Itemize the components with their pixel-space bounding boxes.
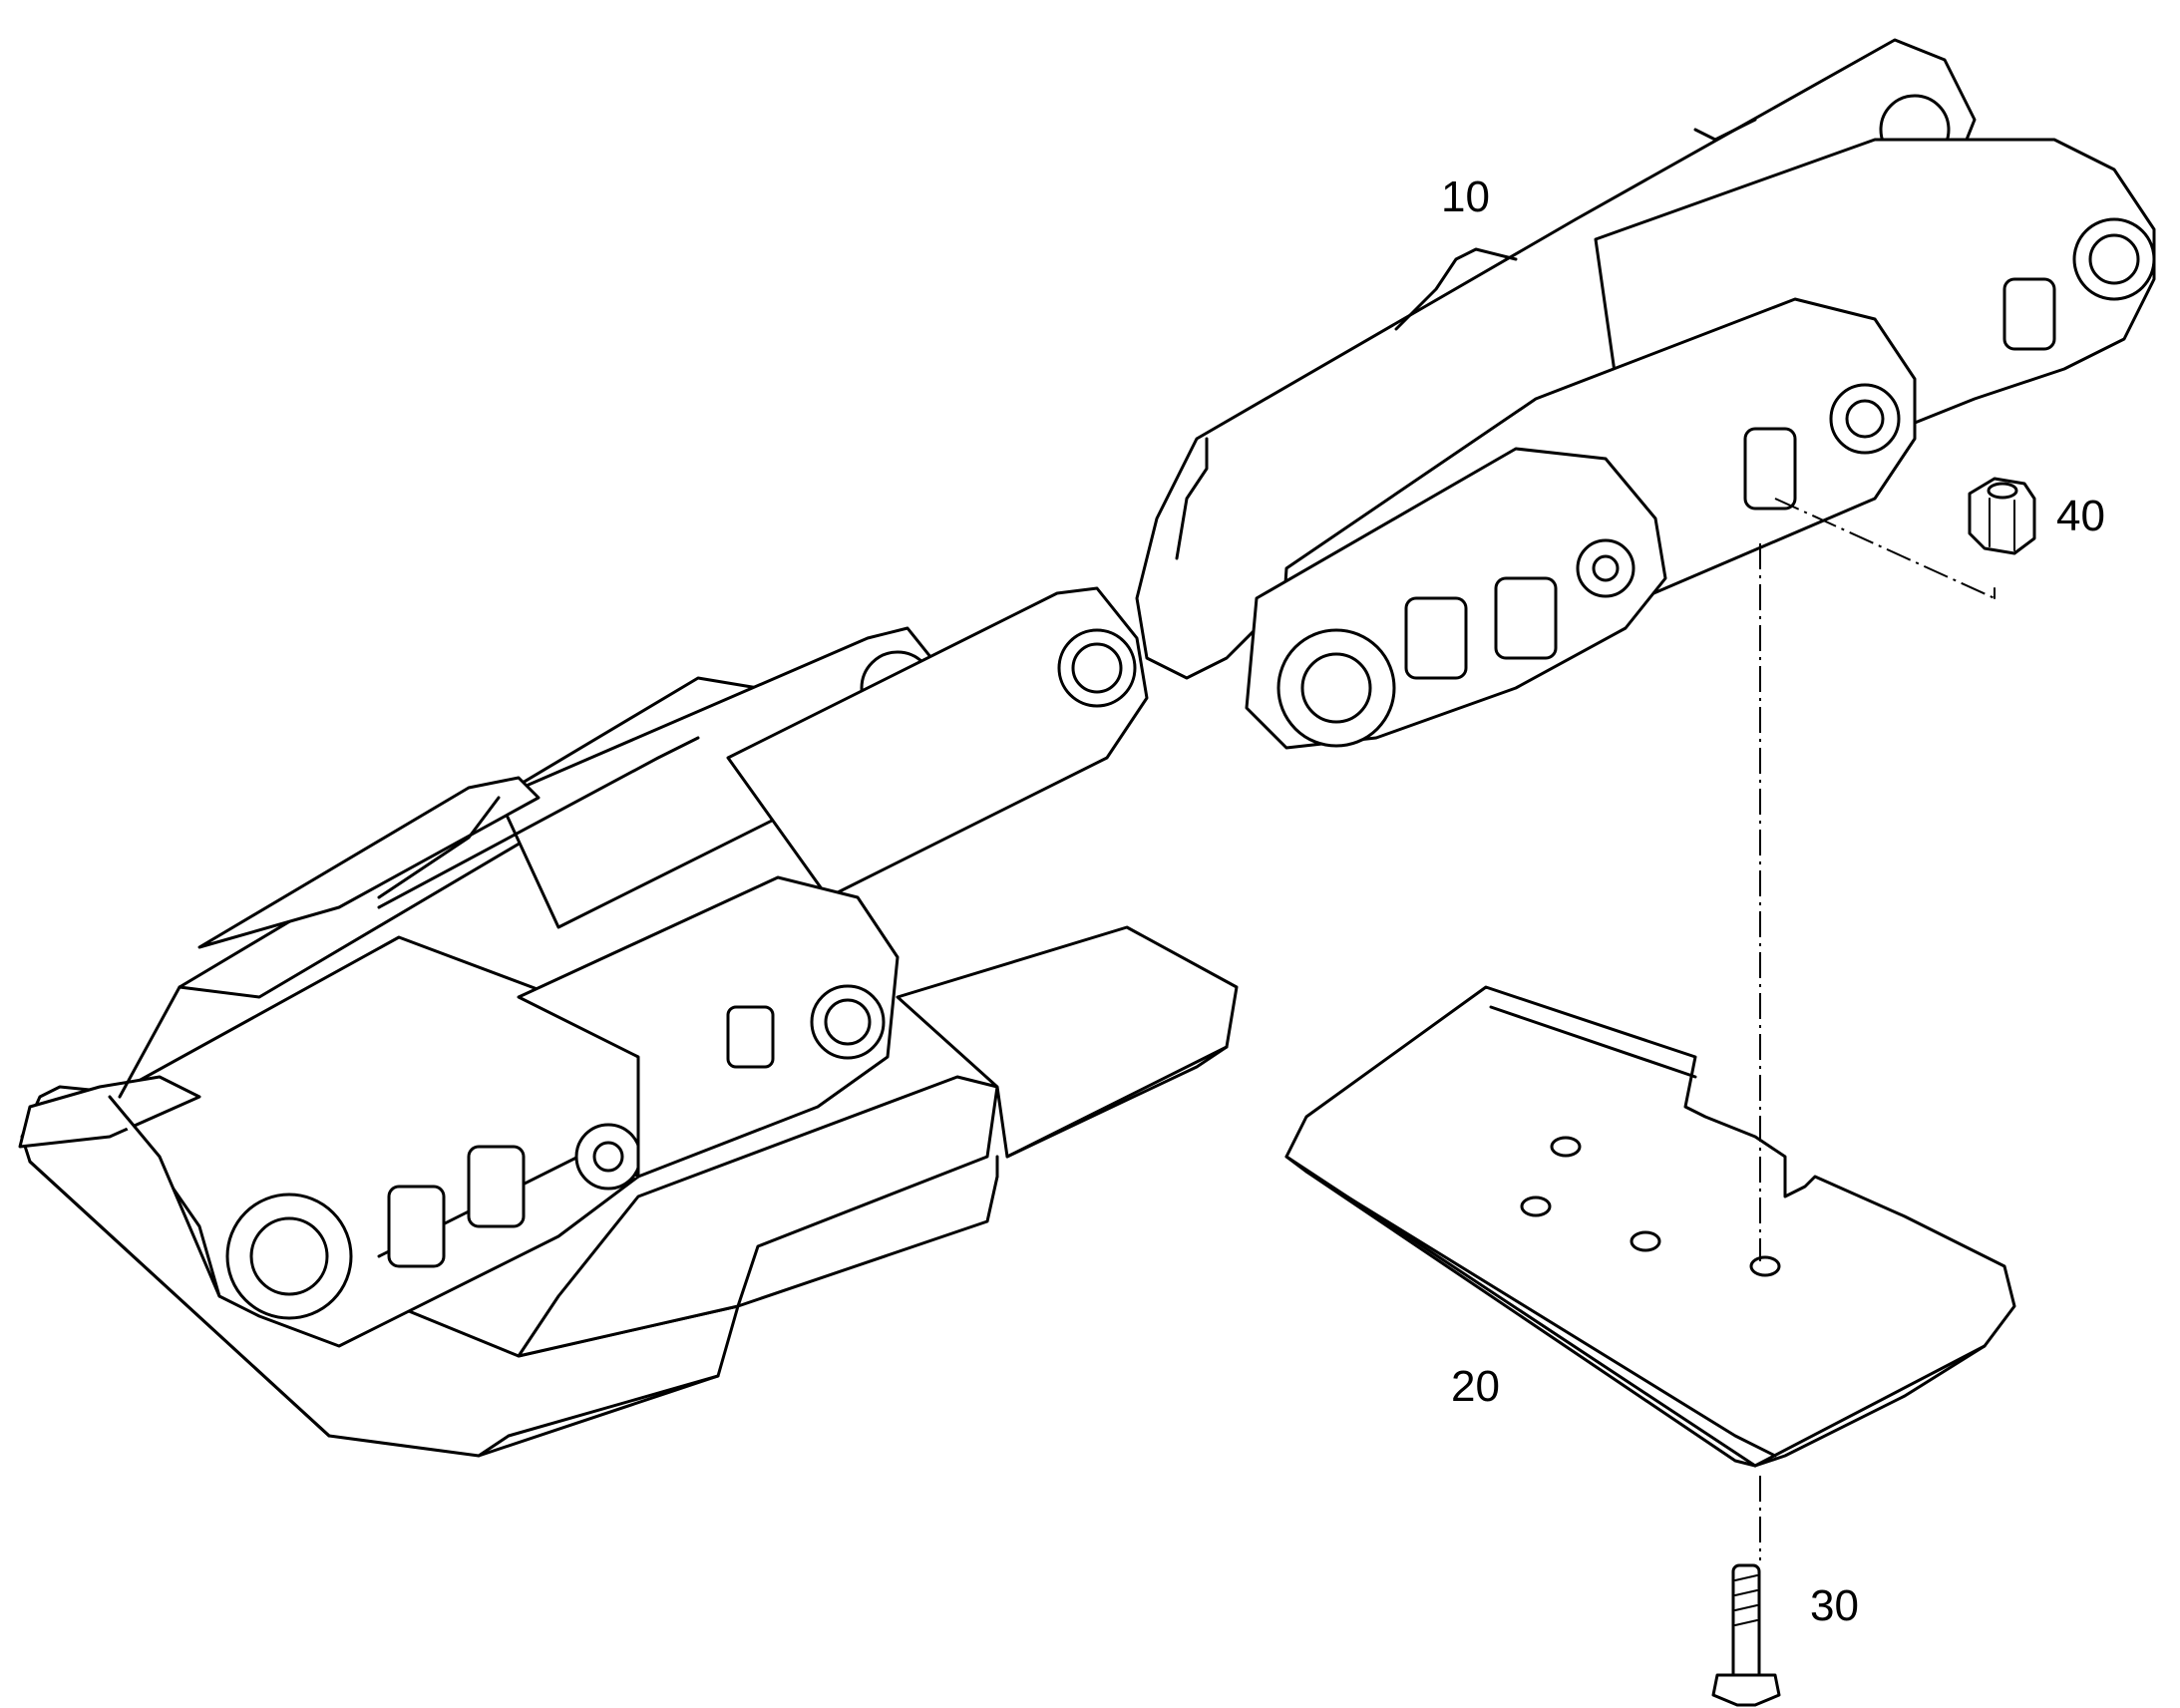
callout-bolt: 30 [1810, 1581, 1859, 1630]
chain-section-10 [1135, 38, 2156, 750]
track-nut-40 [1968, 477, 2036, 555]
assembled-front-links [18, 736, 900, 1348]
callout-chain: 10 [1441, 172, 1490, 221]
track-bolt-30 [1711, 1563, 1781, 1707]
callout-nut: 40 [2056, 492, 2105, 540]
callout-shoe: 20 [1451, 1362, 1500, 1411]
track-shoe-20 [1284, 985, 2016, 1468]
assembly-center-lines [1759, 498, 1996, 1560]
assembled-track-group [18, 586, 1239, 1458]
